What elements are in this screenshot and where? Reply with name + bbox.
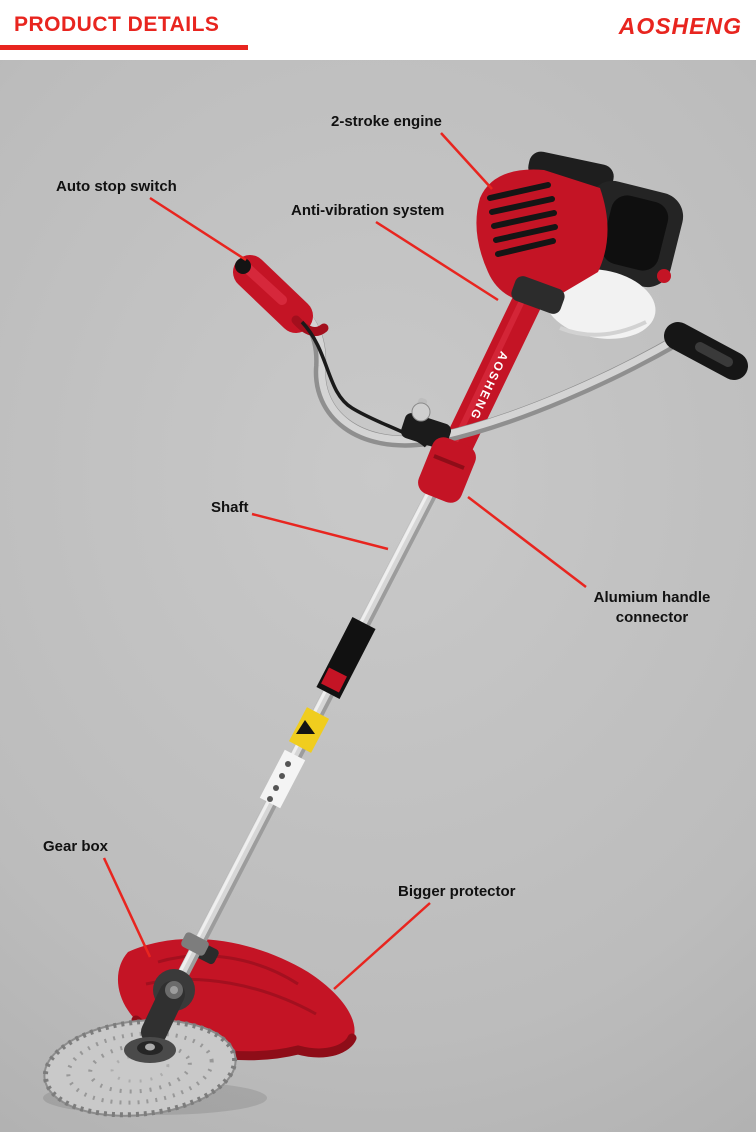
shaft-stickers [259, 617, 376, 809]
callout-label-anti-vibration-system: Anti-vibration system [291, 202, 445, 219]
callout-lines [102, 132, 587, 990]
page-header: PRODUCT DETAILS AOSHENG [0, 0, 756, 60]
saw-blade [42, 1018, 238, 1118]
anti-vibration-mount [511, 276, 565, 314]
callout-line-engine [440, 132, 493, 190]
callout-label-handle-connector: Alumium handle connector [570, 588, 734, 629]
callout-line-anti-vibration [375, 220, 499, 302]
callout-line-shaft [251, 512, 389, 551]
air-filter-cover [601, 195, 669, 271]
page-title: PRODUCT DETAILS [14, 13, 220, 36]
blade-teeth [42, 1018, 238, 1118]
callout-label-2-stroke-engine: 2-stroke engine [331, 113, 442, 130]
callout-line-auto-stop [149, 196, 247, 262]
callout-label-gear-box: Gear box [43, 838, 109, 855]
callout-label-handle-connector-line2: connector [615, 609, 689, 627]
engine-assembly [476, 151, 684, 339]
handle-connector-part [400, 397, 476, 503]
callout-line-gear-box [102, 857, 152, 958]
engine-top-handle [528, 151, 614, 193]
safety-icons-sticker [259, 749, 306, 809]
cooling-vents [487, 182, 558, 257]
right-hand-grip [664, 322, 748, 380]
warning-triangle-icon [296, 720, 315, 734]
title-underline [0, 45, 248, 50]
choke-knob [657, 269, 671, 283]
callout-line-protector [333, 902, 431, 990]
callout-line-handle-connector [467, 496, 587, 588]
callout-label-shaft: Shaft [211, 499, 249, 516]
engine-cover [476, 169, 608, 304]
gear-box-part [124, 932, 209, 1063]
stop-switch [235, 258, 251, 274]
trigger-grip [233, 255, 329, 337]
brand-logo: AOSHENG [618, 13, 742, 39]
callout-label-handle-connector-line1: Alumium handle [593, 589, 711, 606]
callout-label-bigger-protector: Bigger protector [398, 883, 516, 900]
callout-label-auto-stop-switch: Auto stop switch [56, 178, 177, 195]
